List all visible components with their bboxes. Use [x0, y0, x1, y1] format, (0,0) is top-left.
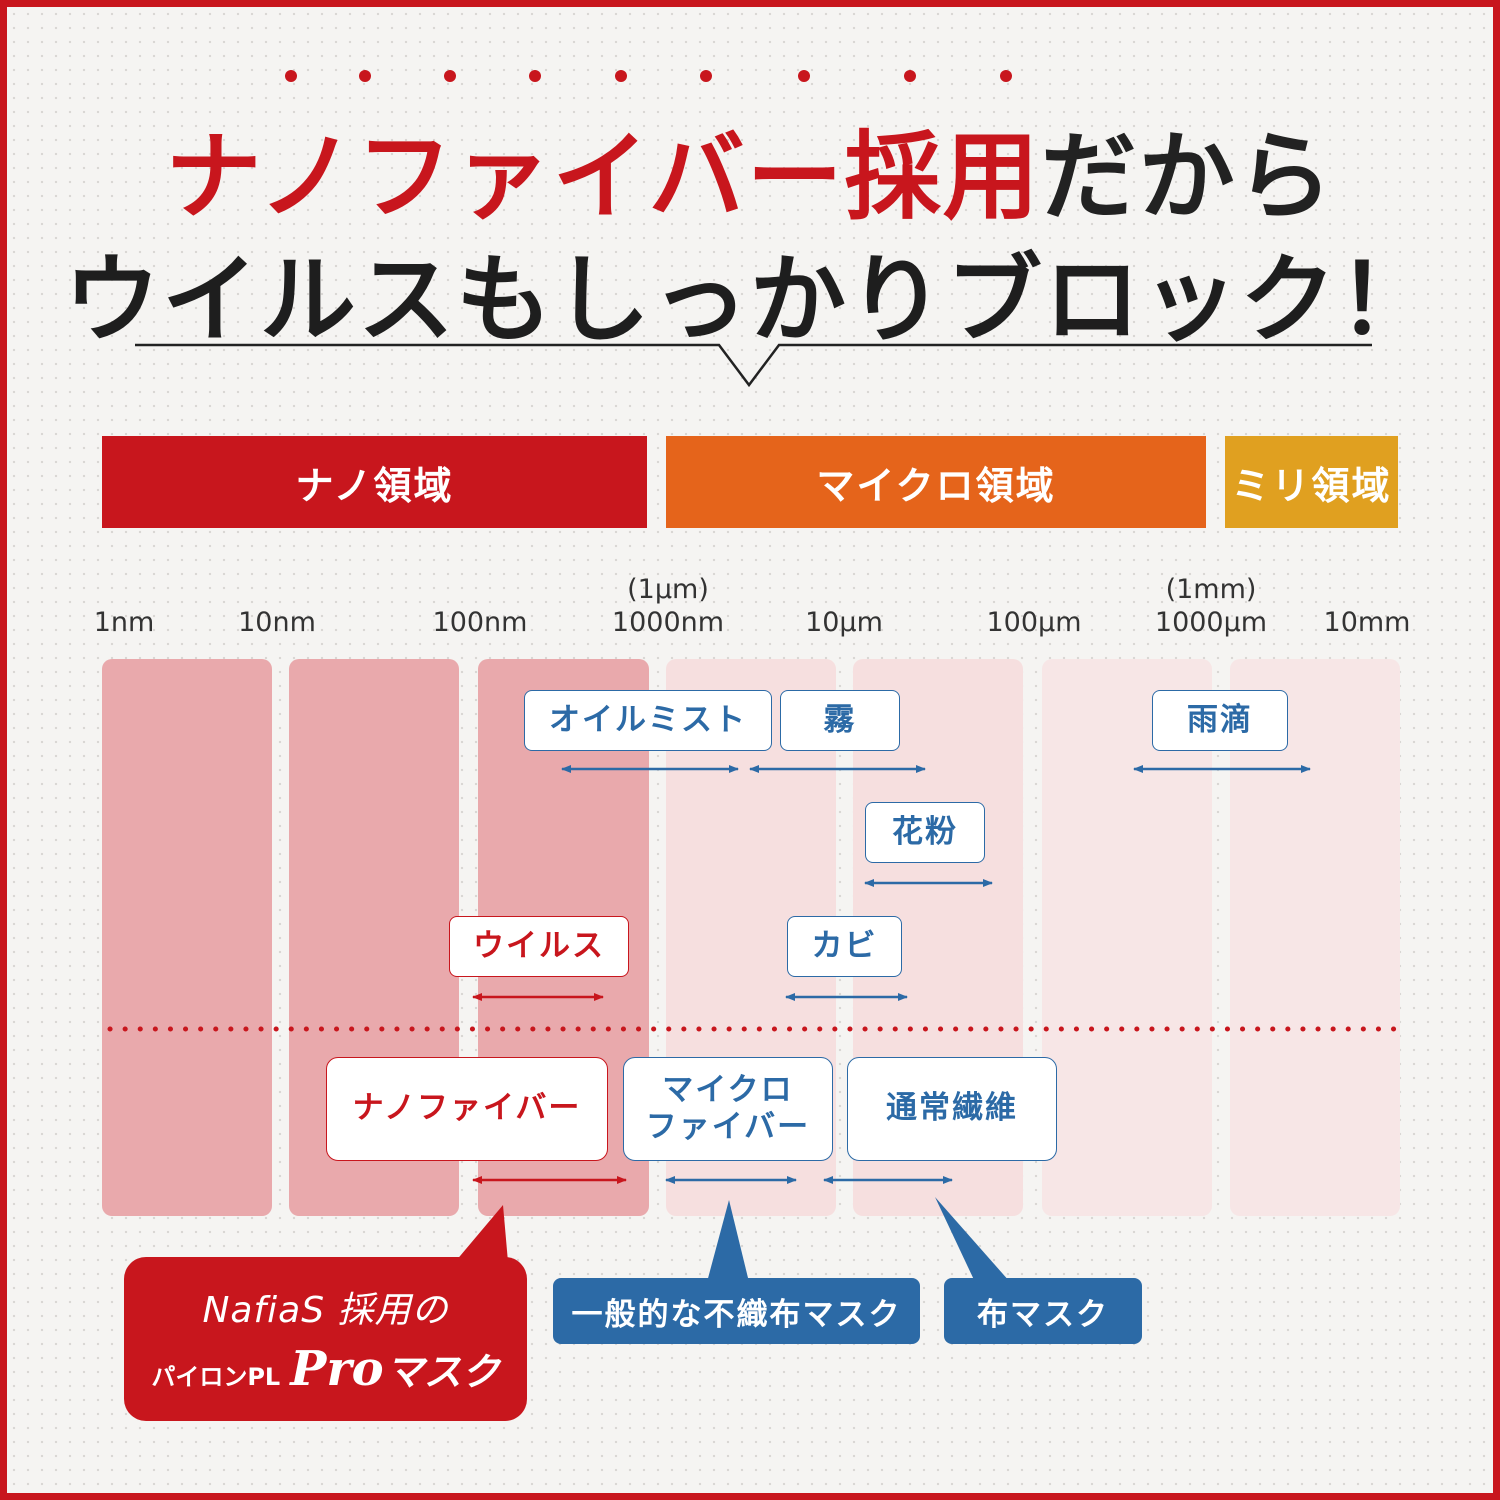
nafias-mask-callout: NafiaS 採用の パイロンPL Pro マスク [124, 1257, 527, 1421]
nafias-callout-tail [455, 1205, 508, 1262]
nafias-line-1: NafiaS 採用の [202, 1290, 449, 1331]
headline-emphasis: ナノファイバー採用 [165, 121, 1041, 233]
microfiber-label-line-2: ファイバー [645, 1109, 811, 1145]
particle-virus: ウイルス [449, 916, 629, 977]
diagram-arrows [107, 765, 1403, 1282]
tick-label: 100nm [432, 607, 528, 638]
region-nano: ナノ領域 [102, 436, 647, 528]
fiber-microfiber: マイクロ ファイバー [623, 1057, 833, 1161]
particle-mist: 霧 [780, 690, 900, 751]
emphasis-dot [529, 70, 541, 82]
range-arrows-blue [561, 765, 1311, 1184]
fiber-normal: 通常繊維 [847, 1057, 1057, 1161]
nafias-label: NafiaS 採用の [202, 1281, 448, 1333]
cloth-callout-tail [935, 1197, 1010, 1282]
tick-label: 10nm [238, 607, 316, 638]
particle-raindrop: 雨滴 [1152, 690, 1288, 751]
tick-sub-label: (1mm) [1165, 574, 1257, 605]
headline-suffix: だから [1040, 121, 1335, 233]
nonwoven-callout-tail [707, 1200, 749, 1282]
tick-label: 10μm [805, 607, 883, 638]
emphasis-dot [359, 70, 371, 82]
fiber-nanofiber: ナノファイバー [326, 1057, 608, 1161]
particle-pollen: 花粉 [865, 802, 985, 863]
emphasis-dot [904, 70, 916, 82]
tick-sub-label: (1μm) [627, 574, 709, 605]
emphasis-dot [798, 70, 810, 82]
range-arrows-red [472, 993, 627, 1184]
headline-divider [135, 343, 1372, 388]
region-milli: ミリ領域 [1225, 436, 1398, 528]
emphasis-dot [444, 70, 456, 82]
scale-column [1042, 659, 1212, 1216]
particle-oil-mist: オイルミスト [524, 690, 772, 751]
region-micro: マイクロ領域 [666, 436, 1206, 528]
particle-mold: カビ [787, 916, 902, 977]
emphasis-dot [700, 70, 712, 82]
pro-logo: Pro [290, 1341, 384, 1397]
tick-label: 1000nm [611, 607, 725, 638]
headline-line-2: ウイルスもしっかりブロック！ [64, 244, 1436, 356]
tick-label: 100μm [986, 607, 1082, 638]
emphasis-dot [1000, 70, 1012, 82]
mask-word: マスク [385, 1350, 500, 1394]
microfiber-label-line-1: マイクロ [662, 1071, 794, 1108]
emphasis-dot [285, 70, 297, 82]
cloth-mask-callout: 布マスク [944, 1278, 1142, 1344]
pylon-pl-pro-logo: パイロンPL Pro マスク [151, 1341, 499, 1397]
nonwoven-mask-callout: 一般的な不織布マスク [553, 1278, 920, 1344]
tick-label: 1nm [93, 607, 155, 638]
brand-name: パイロンPL [151, 1363, 281, 1391]
tick-label: 10mm [1323, 607, 1411, 638]
tick-label: 1000μm [1154, 607, 1268, 638]
scale-column [102, 659, 272, 1216]
scale-column [1230, 659, 1400, 1216]
headline-line-1: ナノファイバー採用だから [7, 99, 1493, 238]
emphasis-dot [615, 70, 627, 82]
